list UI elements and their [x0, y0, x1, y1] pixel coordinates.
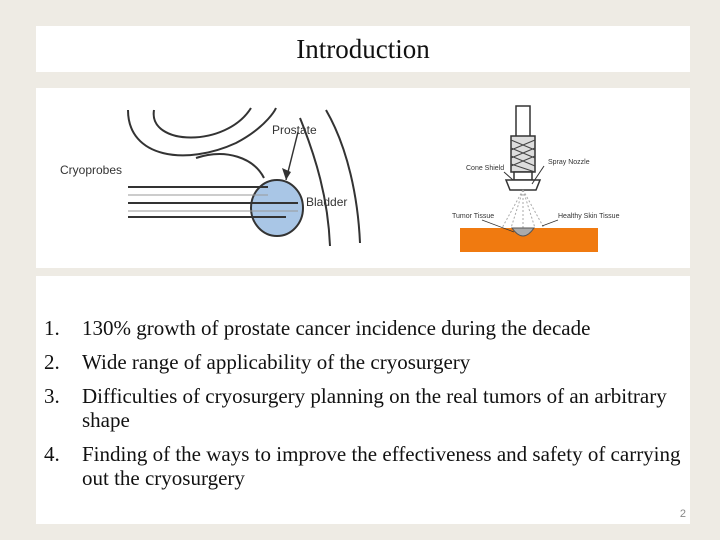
content-panel: 1. 130% growth of prostate cancer incide…: [36, 276, 690, 524]
list-item: 4. Finding of the ways to improve the ef…: [44, 442, 684, 490]
list-item: 1. 130% growth of prostate cancer incide…: [44, 316, 684, 340]
label-bladder: Bladder: [306, 195, 347, 209]
image-panel: Prostate Cryoprobes Bladder Cone Shield …: [36, 88, 690, 268]
item-number: 1.: [44, 316, 60, 340]
item-number: 4.: [44, 442, 60, 466]
item-text: Difficulties of cryosurgery planning on …: [82, 384, 667, 432]
item-text: Wide range of applicability of the cryos…: [82, 350, 471, 374]
label-prostate: Prostate: [272, 123, 317, 137]
bullet-list: 1. 130% growth of prostate cancer incide…: [44, 316, 684, 500]
prostate-shape: [250, 179, 304, 237]
slide-title: Introduction: [296, 34, 430, 64]
spray-cryotherapy-diagram: Cone Shield Spray Nozzle Tumor Tissue He…: [452, 105, 620, 252]
list-item: 2. Wide range of applicability of the cr…: [44, 350, 684, 374]
item-number: 2.: [44, 350, 60, 374]
label-cone-shield: Cone Shield: [466, 165, 504, 172]
item-text: 130% growth of prostate cancer incidence…: [82, 316, 591, 340]
label-tumor-tissue: Tumor Tissue: [452, 213, 494, 220]
illustrations: Prostate Cryoprobes Bladder Cone Shield …: [60, 105, 620, 252]
item-number: 3.: [44, 384, 60, 408]
label-cryoprobes: Cryoprobes: [60, 163, 122, 177]
list-item: 3. Difficulties of cryosurgery planning …: [44, 384, 684, 432]
item-text: Finding of the ways to improve the effec…: [82, 442, 681, 490]
label-spray-nozzle: Spray Nozzle: [548, 159, 590, 166]
prostate-cryoablation-diagram: Prostate Cryoprobes Bladder: [60, 107, 361, 247]
label-healthy-skin-tissue: Healthy Skin Tissue: [558, 213, 620, 220]
page-number: 2: [679, 508, 686, 520]
title-panel: Introduction: [36, 26, 690, 72]
